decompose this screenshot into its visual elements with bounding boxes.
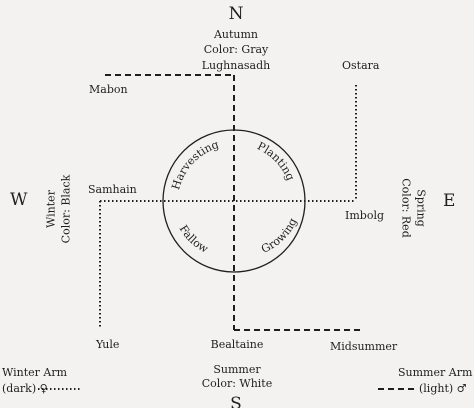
quadrant-harvesting: Harvesting (169, 138, 220, 191)
legend-summer-arm-subtitle: (light) ♂ (419, 382, 467, 395)
summer-season-name: Summer (213, 363, 261, 376)
festival-midsummer: Midsummer (330, 340, 398, 353)
festival-mabon: Mabon (89, 83, 128, 96)
winter-arm (99, 85, 357, 328)
cardinal-south: S (230, 394, 242, 408)
spring-season-color: Color: Red (399, 178, 413, 238)
festival-lughnasadh: Lughnasadh (201, 59, 271, 72)
winter-season-color: Color: Black (59, 174, 73, 244)
legend-winter-arm-title: Winter Arm (2, 366, 68, 379)
cardinal-west: W (10, 190, 28, 210)
legend-summer-arm-title: Summer Arm (398, 366, 473, 379)
autumn-season-name: Autumn (213, 28, 259, 41)
cardinal-north: N (228, 4, 244, 24)
festival-imbolg: Imbolg (345, 209, 384, 222)
summer-season-color: Color: White (201, 377, 273, 390)
summer-arm (105, 74, 363, 331)
spring-season-name: Spring (414, 189, 428, 227)
legend-winter-arm-subtitle: (dark) ♀ (2, 382, 48, 395)
festival-ostara: Ostara (342, 59, 380, 72)
quadrant-fallow: Fallow (177, 223, 211, 256)
festival-samhain: Samhain (88, 183, 137, 196)
quadrant-growing: Growing (259, 216, 299, 256)
festival-bealtaine: Bealtaine (210, 338, 264, 351)
winter-season-name: Winter (44, 190, 58, 228)
quadrant-planting: Planting (255, 140, 297, 183)
cardinal-east: E (443, 191, 456, 211)
autumn-season-color: Color: Gray (203, 43, 269, 56)
festival-yule: Yule (96, 338, 120, 351)
